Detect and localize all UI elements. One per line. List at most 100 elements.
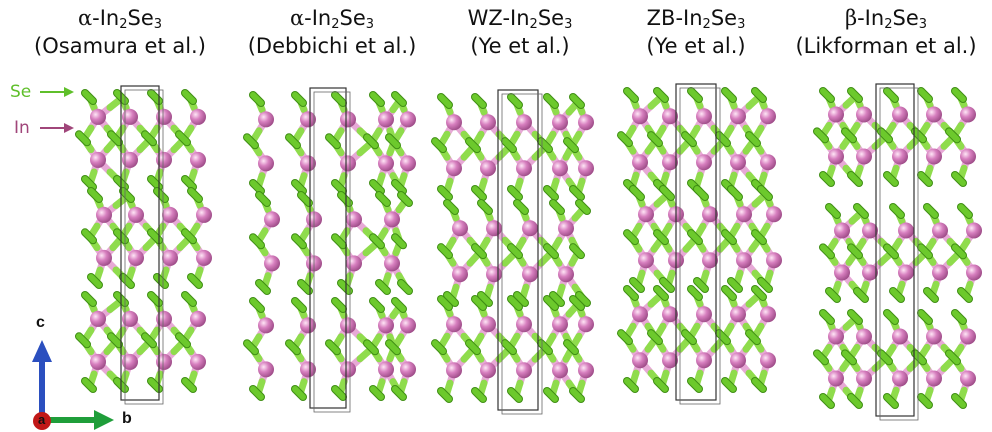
se-atom: [878, 350, 892, 365]
in-atom: [90, 151, 106, 168]
se-atom: [154, 274, 168, 288]
quintuple-layer: [431, 295, 594, 403]
se-atom: [814, 128, 828, 143]
in-atom: [480, 316, 496, 333]
in-atom: [892, 106, 908, 123]
b-axis-arrow: [94, 410, 114, 430]
se-atom: [370, 298, 384, 312]
se-atom: [148, 229, 162, 244]
in-atom: [892, 370, 908, 387]
se-atom: [392, 386, 406, 400]
in-atom: [632, 352, 648, 369]
se-atom: [386, 340, 400, 355]
in-atom: [578, 316, 594, 333]
se-atom: [108, 333, 122, 348]
se-atom: [438, 388, 452, 402]
in-atom: [96, 249, 112, 266]
se-atom: [188, 274, 202, 288]
se-atom: [618, 330, 632, 345]
in-atom: [730, 352, 746, 369]
se-atom: [722, 378, 736, 392]
se-atom: [550, 292, 564, 306]
se-atom: [370, 386, 384, 400]
quintuple-layer: [81, 187, 212, 289]
in-atom: [400, 361, 416, 378]
in-atom: [378, 317, 394, 334]
se-atom: [814, 350, 828, 365]
se-atom: [624, 230, 638, 245]
in-atom: [190, 310, 206, 327]
in-atom: [156, 151, 172, 168]
se-atom: [918, 172, 932, 186]
se-atom: [250, 234, 264, 249]
se-atom: [176, 333, 190, 348]
b-axis-label: b: [122, 410, 132, 427]
in-atom: [264, 211, 280, 228]
in-atom: [480, 160, 496, 177]
se-atom: [376, 192, 390, 206]
in-atom: [516, 160, 532, 177]
in-atom: [552, 362, 568, 379]
legend-in-arrow: [40, 123, 74, 133]
se-atom: [752, 88, 766, 102]
se-atom: [952, 394, 966, 408]
se-atom: [688, 378, 702, 392]
se-atom: [376, 280, 390, 294]
in-atom: [486, 220, 502, 237]
se-atom: [120, 188, 134, 202]
in-atom: [926, 328, 942, 345]
se-atom: [758, 186, 772, 200]
se-atom: [958, 204, 972, 218]
se-atom: [332, 92, 346, 106]
se-atom: [438, 244, 452, 259]
quintuple-layer: [243, 91, 416, 195]
se-atom: [752, 286, 766, 300]
se-atom: [728, 278, 742, 292]
se-atom: [958, 288, 972, 302]
se-atom: [924, 288, 938, 302]
se-atom: [842, 128, 856, 143]
se-atom: [466, 138, 480, 153]
se-atom: [292, 92, 306, 106]
a-axis-label: a: [38, 412, 46, 427]
in-atom: [552, 316, 568, 333]
se-atom: [820, 244, 834, 259]
se-atom: [76, 333, 90, 348]
unit-cell-outline-back: [124, 89, 164, 405]
in-atom: [258, 361, 274, 378]
structure-panel-2: [243, 91, 416, 401]
se-atom: [854, 204, 868, 218]
se-atom: [286, 134, 300, 149]
quintuple-layer: [813, 87, 976, 187]
se-atom: [570, 296, 584, 310]
panel-citation: (Likforman et al.): [795, 34, 977, 58]
se-atom: [576, 200, 590, 214]
se-atom: [502, 340, 516, 355]
se-atom: [884, 172, 898, 186]
se-atom: [544, 244, 558, 259]
se-atom: [478, 292, 492, 306]
legend-in-label: In: [14, 118, 30, 138]
se-atom: [398, 192, 412, 206]
in-atom: [578, 362, 594, 379]
se-atom: [884, 88, 898, 102]
in-atom: [552, 160, 568, 177]
in-atom: [632, 154, 648, 171]
se-atom: [630, 186, 644, 200]
se-atom: [550, 200, 564, 214]
se-atom: [332, 386, 346, 400]
se-atom: [722, 230, 736, 245]
se-atom: [332, 180, 346, 194]
se-atom: [182, 378, 196, 392]
se-atom: [820, 88, 834, 102]
se-atom: [438, 186, 452, 200]
in-atom: [702, 252, 718, 269]
se-atom: [688, 88, 702, 102]
quintuple-layer: [617, 87, 776, 195]
quintuple-layer: [617, 285, 776, 393]
panel-title-alpha-debbichi: α-In2Se3 (Debbichi et al.): [232, 4, 432, 60]
se-atom: [820, 310, 834, 324]
in-atom: [300, 361, 316, 378]
se-atom: [182, 229, 196, 244]
se-atom: [848, 88, 862, 102]
